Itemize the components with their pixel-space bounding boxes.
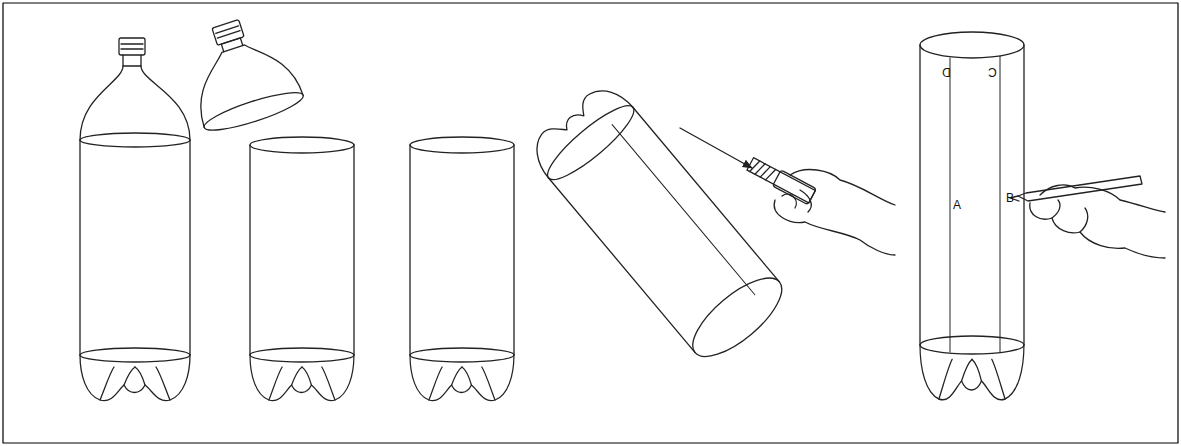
whole-bottle: [80, 38, 190, 401]
point-letter: D: [942, 66, 951, 78]
point-letter: B: [1006, 192, 1014, 204]
pen-and-hand: [1010, 176, 1165, 258]
point-letter: A: [953, 199, 961, 211]
cut-bottle: [410, 137, 514, 401]
point-letter: C: [988, 66, 997, 78]
cutter-and-hand: [680, 128, 895, 255]
bottle-being-cut: [524, 78, 794, 370]
marked-bottle: [920, 32, 1024, 400]
bottle-top-removed: [176, 8, 354, 401]
